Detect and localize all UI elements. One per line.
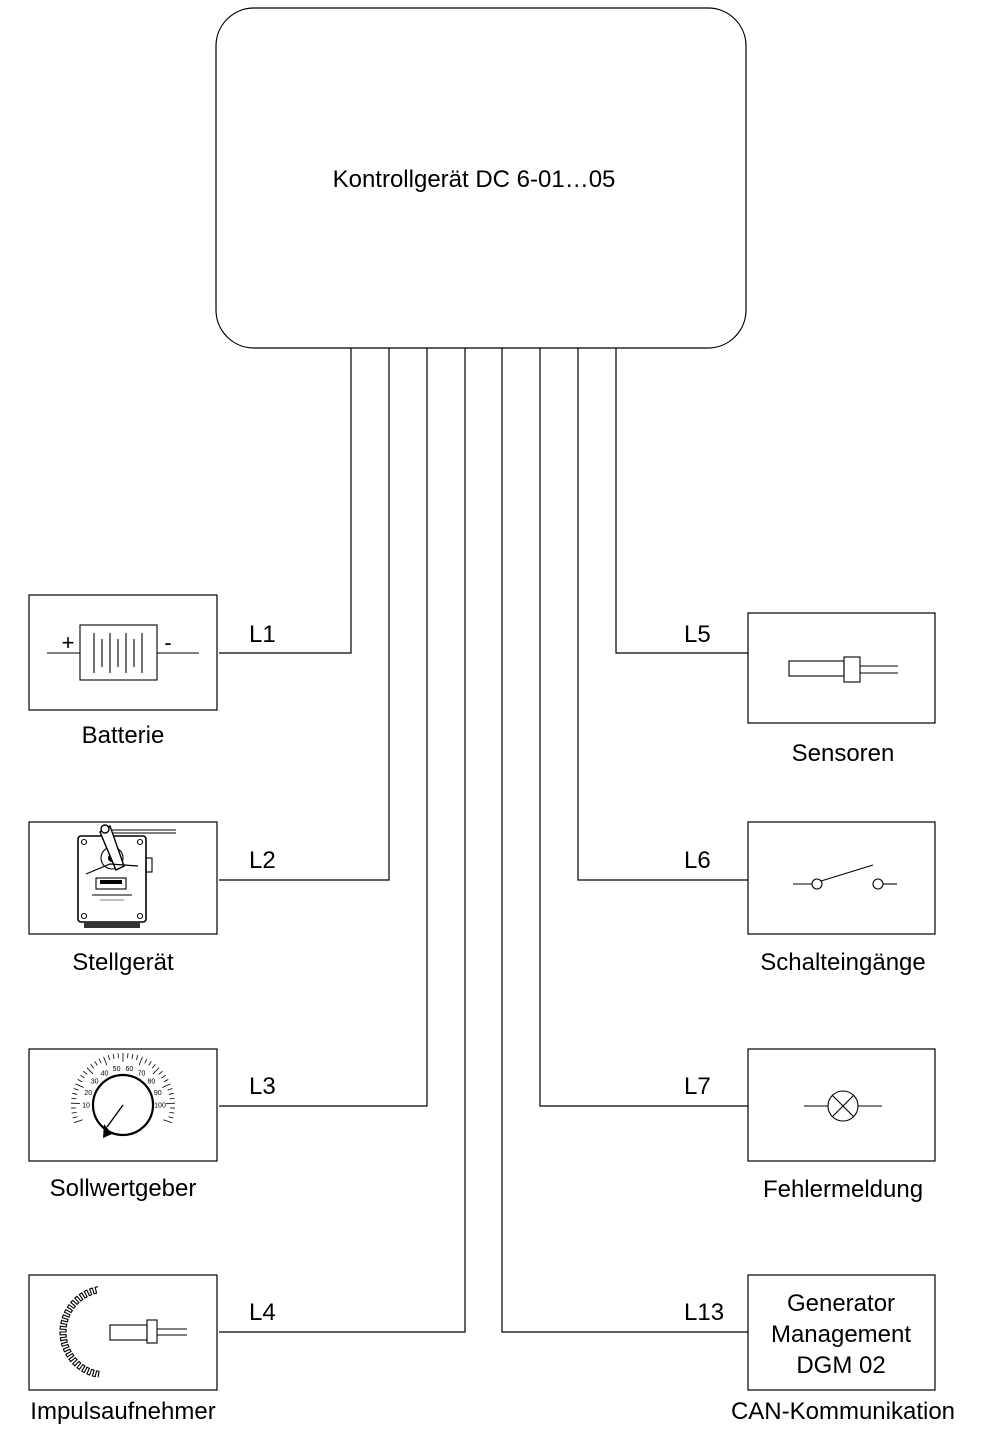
dial-tick [112,1053,115,1059]
switch-inputs-device: Schalteingänge [747,821,936,976]
controller-box [215,7,747,349]
dial-number: 90 [154,1090,162,1097]
dial-tick [151,1064,156,1069]
dial-number: 10 [82,1103,90,1110]
dial-pointer [106,1104,124,1128]
switch-icon [793,864,897,890]
dial-tick [163,1079,169,1083]
dial-tick [77,1079,83,1083]
pickup-sensor-icon [109,1319,187,1344]
line-label-l4: L4 [249,1299,276,1326]
actuator-device: Stellgerät [28,821,218,976]
battery-device: + - Batterie [28,594,218,749]
dial-tick [148,1061,152,1066]
dial-tick [162,1083,171,1088]
battery-caption: Batterie [82,722,165,749]
dial-tick [168,1092,174,1095]
dial-number: 80 [147,1079,155,1086]
sensors-box [747,612,936,724]
battery-minus-sign: - [164,630,171,655]
dial-number: 70 [138,1070,146,1077]
line-label-l7: L7 [684,1073,711,1100]
dial-tick [158,1070,163,1075]
dial-tick [163,1119,173,1124]
dial-tick [71,1097,77,1100]
dial-number: 50 [113,1066,121,1073]
actuator-icon [77,824,176,928]
wire-l13 [501,348,748,1333]
dial-number: 20 [84,1090,92,1097]
dial-tick [72,1116,78,1119]
wire-l5 [615,348,748,654]
dial-tick [75,1083,84,1088]
dial-tick [169,1111,175,1114]
battery-plus-sign: + [62,630,75,655]
lamp-icon [804,1090,882,1122]
dial-tick [72,1092,78,1095]
dial-number: 40 [101,1070,109,1077]
dial-tick [169,1097,175,1100]
controller-label: Kontrollgerät DC 6-01…05 [333,166,616,193]
pickup-caption: Impulsaufnehmer [30,1398,215,1425]
dial-number: 60 [126,1066,134,1073]
pickup-device: Impulsaufnehmer [28,1274,218,1425]
gear-wheel-icon [59,1286,100,1378]
dial-tick [161,1074,166,1079]
wire-l4 [219,348,466,1333]
dial-tick [73,1119,83,1124]
dial-tick [71,1111,77,1114]
line-label-l3: L3 [249,1073,276,1100]
dial-number: 100 [154,1103,166,1110]
line-label-l13: L13 [684,1299,724,1326]
dial-tick [138,1056,143,1066]
dial-tick [83,1070,88,1075]
wire-l6 [577,348,748,881]
setpoint-caption: Sollwertgeber [50,1175,197,1202]
dial-tick [94,1061,98,1066]
line-label-l6: L6 [684,847,711,874]
switch-inputs-box [747,821,936,935]
dial-tick [73,1088,79,1091]
error-signal-device: Fehlermeldung [747,1048,936,1203]
pickup-box [28,1274,218,1391]
generator-box [747,1274,936,1391]
sensor-icon [788,656,898,683]
wire-l3 [219,348,428,1107]
dial-tick [90,1064,95,1069]
generator-box-line-1: Generator [787,1290,895,1317]
sensors-caption: Sensoren [792,740,895,767]
dial-marker-icon [103,1124,112,1138]
wire-l7 [539,348,748,1107]
dial-tick [135,1055,139,1061]
battery-icon [47,624,199,681]
sensors-device: Sensoren [747,612,936,767]
actuator-caption: Stellgerät [72,949,174,976]
switch-inputs-caption: Schalteingänge [760,949,925,976]
dial-tick [80,1074,85,1079]
dial-tick [167,1088,173,1091]
line-label-l5: L5 [684,621,711,648]
line-label-l2: L2 [249,847,276,874]
generator-box-line-3: DGM 02 [796,1352,885,1379]
dial-tick [131,1053,134,1059]
error-signal-caption: Fehlermeldung [763,1176,923,1203]
wire-l1 [219,348,352,654]
line-label-l1: L1 [249,621,276,648]
generator-device: Generator Management DGM 02 CAN-Kommunik… [731,1274,955,1425]
generator-caption: CAN-Kommunikation [731,1398,955,1425]
wire-l2 [219,348,390,881]
generator-box-line-2: Management [771,1321,911,1348]
dial-tick [103,1056,108,1066]
dial-tick [86,1067,94,1075]
dial-number: 30 [91,1079,99,1086]
dial-tick [98,1058,102,1064]
dial-tick [144,1058,148,1064]
dial-tick [107,1055,111,1061]
dial-tick [152,1067,160,1075]
dial-tick [168,1116,174,1119]
